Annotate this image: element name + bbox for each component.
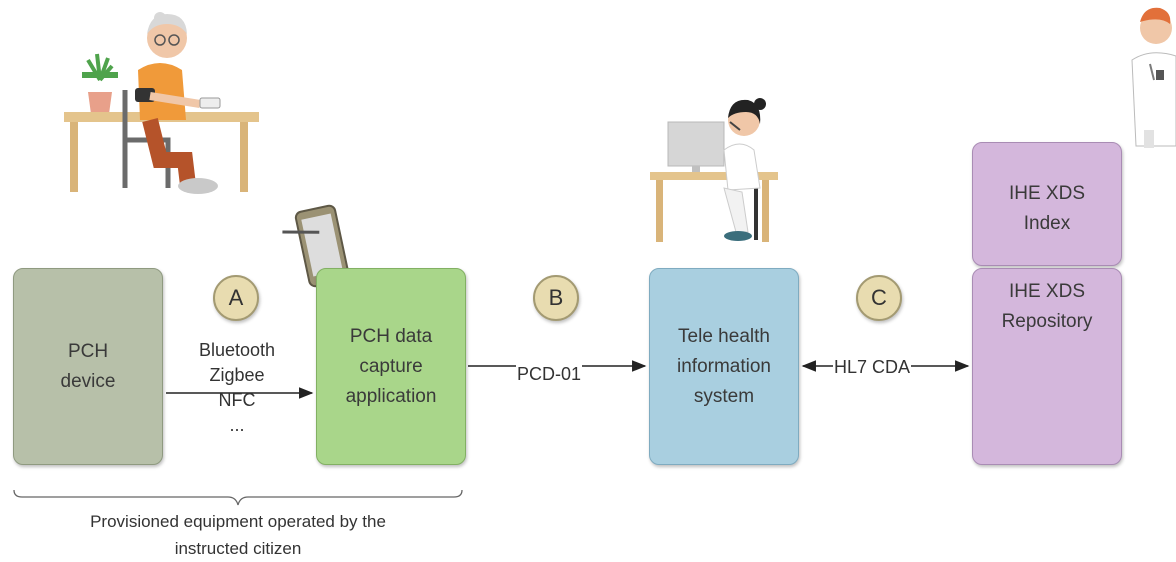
xds-index-box: IHE XDS Index [972, 142, 1122, 266]
tablet-icon [282, 204, 350, 288]
protocol-zigbee: Zigbee [209, 365, 265, 385]
pcd-label: PCD-01 [516, 363, 583, 385]
protocol-nfc: NFC [218, 390, 256, 410]
step-badge-c: C [856, 275, 902, 321]
pch-capture-label-line3: application [345, 385, 437, 407]
xds-index-label-line1: IHE XDS [1008, 183, 1086, 204]
caption-line2: instructed citizen [174, 539, 302, 558]
protocol-more: ... [229, 415, 245, 435]
operator-icon [650, 98, 778, 242]
step-badge-b: B [533, 275, 579, 321]
pch-capture-label-line2: capture [359, 355, 423, 377]
pch-capture-label-line1: PCH data [349, 325, 433, 347]
protocol-bluetooth: Bluetooth [198, 340, 276, 360]
xds-repository-label-line2: Repository [1001, 311, 1093, 332]
telehealth-label-line2: information [677, 355, 771, 377]
doctor-icon [1131, 7, 1176, 148]
equipment-caption: Provisioned equipment operated by the in… [18, 508, 458, 562]
telehealth-label-line3: system [693, 385, 755, 407]
pch-device-label-line1: PCH [67, 340, 109, 362]
pch-device-label-line2: device [60, 370, 116, 392]
xds-repository-label-line1: IHE XDS [1008, 281, 1086, 302]
step-badge-a: A [213, 275, 259, 321]
telehealth-label-line1: Tele health [678, 325, 770, 347]
protocol-list: Bluetooth Zigbee NFC ... [178, 338, 296, 438]
pch-capture-box: PCH data capture application [316, 268, 466, 465]
hl7-label: HL7 CDA [833, 356, 912, 378]
grouping-brace [13, 489, 463, 506]
telehealth-box: Tele health information system [649, 268, 799, 465]
xds-index-label-line2: Index [1023, 213, 1071, 234]
caption-line1: Provisioned equipment operated by the [90, 512, 386, 531]
elderly-citizen-icon [64, 12, 259, 194]
pch-device-box: PCH device [13, 268, 163, 465]
xds-repository-box: IHE XDS Repository [972, 268, 1122, 465]
